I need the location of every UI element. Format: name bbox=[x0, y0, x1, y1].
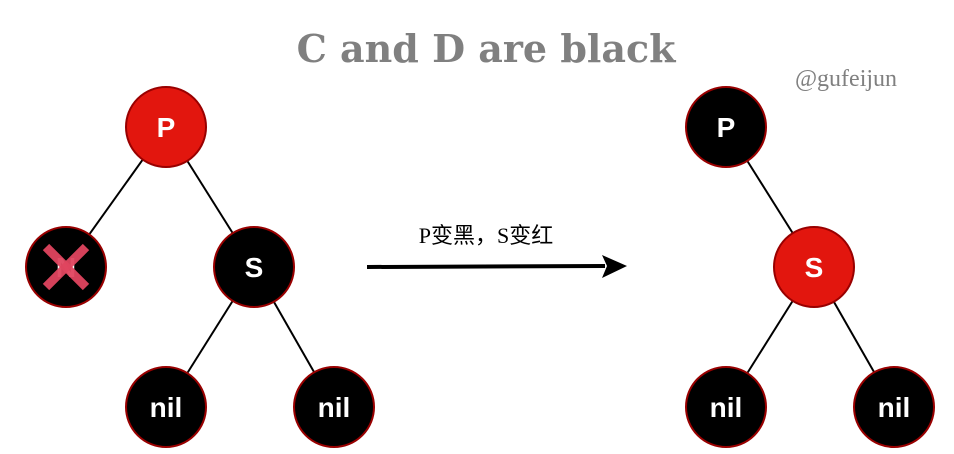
node-label: nil bbox=[710, 392, 743, 423]
node-circle bbox=[213, 226, 295, 308]
node-circle bbox=[685, 86, 767, 168]
node-label: S bbox=[805, 252, 824, 283]
node-label: P bbox=[157, 112, 176, 143]
tree-node-nil1: nil bbox=[685, 366, 767, 448]
watermark: @gufeijun bbox=[795, 66, 897, 92]
tree-edge bbox=[88, 158, 144, 236]
node-label: nil bbox=[150, 392, 183, 423]
transition-arrow: P变黑，S变红 bbox=[366, 223, 627, 278]
tree-node-nil2: nil bbox=[293, 366, 375, 448]
tree-node-p: P bbox=[685, 86, 767, 168]
node-label: P bbox=[717, 112, 736, 143]
tree-edge bbox=[186, 300, 234, 374]
tree-node-nil2: nil bbox=[853, 366, 935, 448]
node-label: nil bbox=[318, 392, 351, 423]
node-circle bbox=[685, 366, 767, 448]
tree-edge bbox=[186, 160, 234, 234]
tree-node-s: S bbox=[213, 226, 295, 308]
node-label: nil bbox=[878, 392, 911, 423]
tree-node-s: S bbox=[773, 226, 855, 308]
tree-edge bbox=[272, 301, 316, 373]
transition-label: P变黑，S变红 bbox=[419, 223, 553, 248]
node-label: S bbox=[245, 252, 264, 283]
tree-node-nil1: nil bbox=[125, 366, 207, 448]
tree-node-n: N bbox=[25, 226, 107, 308]
diagram-title: C and D are black bbox=[297, 26, 677, 71]
node-circle bbox=[853, 366, 935, 448]
tree-edge bbox=[746, 300, 794, 374]
node-circle bbox=[125, 366, 207, 448]
node-circle bbox=[773, 226, 855, 308]
tree-edge bbox=[746, 160, 794, 234]
arrow-shaft bbox=[366, 264, 606, 269]
node-circle bbox=[293, 366, 375, 448]
tree-edge bbox=[832, 301, 876, 373]
arrow-head-icon bbox=[602, 255, 627, 278]
delete-x-icon bbox=[42, 243, 90, 291]
node-circle bbox=[125, 86, 207, 168]
tree-node-p: P bbox=[125, 86, 207, 168]
